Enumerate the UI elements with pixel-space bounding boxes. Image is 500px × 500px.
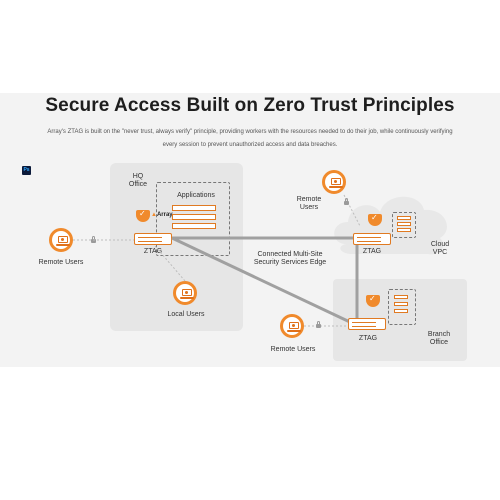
hq-server-icon xyxy=(172,205,216,211)
cloud-server-icon xyxy=(397,228,411,232)
lock-icon xyxy=(91,236,96,243)
cloud-server-icon xyxy=(397,222,411,226)
branch-shield-icon xyxy=(366,294,380,307)
branch-server-icon xyxy=(394,302,408,306)
hq-ztag-label: ZTAG xyxy=(143,248,163,255)
branch-apps-box xyxy=(388,289,416,325)
branch-ztag-label: ZTAG xyxy=(358,335,378,342)
subtitle-line-2: every session to prevent unauthorized ac… xyxy=(162,142,338,148)
page-title: Secure Access Built on Zero Trust Princi… xyxy=(45,95,455,116)
cloud-label-line-2: VPC xyxy=(432,249,448,256)
remote-users-cloud-icon xyxy=(322,170,346,194)
cloud-ztag-appliance-icon xyxy=(353,233,391,245)
edge-label-line-2: Security Services Edge xyxy=(253,259,327,266)
hq-shield-icon xyxy=(136,209,150,222)
remote-users-cloud-label-line-2: Users xyxy=(299,204,319,211)
applications-box xyxy=(156,182,230,256)
edge-label-line-1: Connected Multi-Site xyxy=(257,251,323,258)
cloud-ztag-label: ZTAG xyxy=(362,248,382,255)
branch-label-line-1: Branch xyxy=(427,331,451,338)
hq-server-icon xyxy=(172,223,216,229)
array-logo: ▲Array xyxy=(151,212,173,218)
local-users-label: Local Users xyxy=(167,311,205,318)
page-subtitle: Array's ZTAG is built on the "never trus… xyxy=(14,126,486,152)
hq-ztag-appliance-icon xyxy=(134,233,172,245)
branch-server-icon xyxy=(394,295,408,299)
cloud-shield-icon xyxy=(368,213,382,226)
subtitle-line-1: Array's ZTAG is built on the "never trus… xyxy=(47,129,453,135)
hq-label-line-2: Office xyxy=(128,181,148,188)
cloud-label-line-1: Cloud xyxy=(430,241,450,248)
link-remote-cloud xyxy=(343,194,361,227)
hq-label-line-1: HQ xyxy=(132,173,144,180)
cloud-apps-box xyxy=(392,212,416,238)
remote-users-branch-label: Remote Users xyxy=(270,346,316,353)
lock-icon xyxy=(344,198,349,205)
remote-users-left-icon xyxy=(49,228,73,252)
local-users-icon xyxy=(173,281,197,305)
link-local xyxy=(154,245,186,282)
array-logo-text: Array xyxy=(156,212,173,218)
photoshop-badge-icon: Ps xyxy=(22,166,31,175)
remote-users-cloud-label-line-1: Remote xyxy=(296,196,322,203)
applications-label: Applications xyxy=(177,192,215,199)
branch-server-icon xyxy=(394,309,408,313)
link-hq-branch xyxy=(171,236,353,325)
remote-users-branch-icon xyxy=(280,314,304,338)
lock-icon xyxy=(316,321,321,328)
remote-users-left-label: Remote Users xyxy=(38,259,84,266)
cloud-server-icon xyxy=(397,216,411,220)
branch-label-line-2: Office xyxy=(429,339,449,346)
hq-server-icon xyxy=(172,214,216,220)
hq-office-region xyxy=(110,163,243,331)
branch-ztag-appliance-icon xyxy=(348,318,386,330)
